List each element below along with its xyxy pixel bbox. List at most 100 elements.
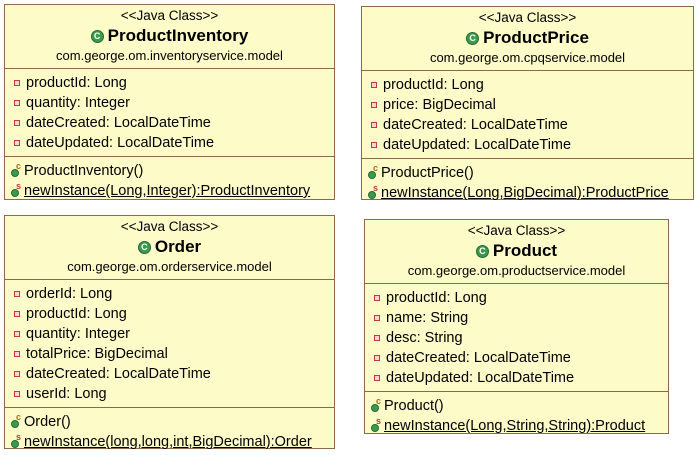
- constructor-icon: c: [371, 397, 383, 413]
- field-label: dateCreated: LocalDateTime: [386, 350, 571, 366]
- field-label: price: BigDecimal: [383, 97, 496, 113]
- class-name: ProductInventory: [107, 26, 249, 45]
- field-row: totalPrice: BigDecimal: [5, 344, 334, 364]
- fields-section: productId: Long quantity: Integer dateCr…: [5, 68, 334, 156]
- stereotype-label: <<Java Class>>: [120, 8, 219, 23]
- method-label: ProductInventory(): [24, 163, 144, 179]
- stereotype-label: <<Java Class>>: [478, 10, 577, 25]
- constructor-icon: c: [11, 162, 23, 178]
- field-label: name: String: [386, 310, 469, 326]
- field-label: dateUpdated: LocalDateTime: [383, 137, 572, 153]
- field-row: quantity: Integer: [5, 93, 334, 113]
- field-row: dateUpdated: LocalDateTime: [5, 133, 334, 153]
- stereotype-label: <<Java Class>>: [120, 219, 219, 234]
- field-row: userId: Long: [5, 384, 334, 404]
- class-header: <<Java Class>> C Product com.george.om.p…: [365, 220, 668, 279]
- field-row: productId: Long: [5, 304, 334, 324]
- field-row: dateCreated: LocalDateTime: [365, 348, 668, 368]
- class-icon: C: [466, 31, 480, 45]
- field-label: dateCreated: LocalDateTime: [26, 115, 211, 131]
- private-field-icon: [374, 295, 380, 301]
- field-label: dateUpdated: LocalDateTime: [26, 135, 215, 151]
- class-header: <<Java Class>> C Order com.george.om.ord…: [5, 216, 334, 275]
- constructor-icon: c: [11, 413, 23, 429]
- field-label: productId: Long: [386, 290, 487, 306]
- field-label: totalPrice: BigDecimal: [26, 346, 168, 362]
- field-row: productId: Long: [365, 288, 668, 308]
- stereotype-label: <<Java Class>>: [467, 223, 566, 238]
- method-label: newInstance(Long,BigDecimal):ProductPric…: [381, 185, 669, 201]
- private-field-icon: [374, 355, 380, 361]
- private-field-icon: [371, 122, 377, 128]
- field-row: name: String: [365, 308, 668, 328]
- field-row: dateCreated: LocalDateTime: [362, 115, 693, 135]
- private-field-icon: [371, 102, 377, 108]
- field-label: dateCreated: LocalDateTime: [26, 366, 211, 382]
- class-icon: C: [475, 244, 489, 258]
- field-row: price: BigDecimal: [362, 95, 693, 115]
- package-name: com.george.om.productservice.model: [407, 263, 626, 278]
- field-row: quantity: Integer: [5, 324, 334, 344]
- field-row: dateUpdated: LocalDateTime: [362, 135, 693, 155]
- class-name: Order: [154, 237, 202, 256]
- package-name: com.george.om.inventoryservice.model: [56, 48, 283, 63]
- field-label: dateCreated: LocalDateTime: [383, 117, 568, 133]
- class-box-productprice[interactable]: <<Java Class>> C ProductPrice com.george…: [361, 6, 694, 201]
- private-field-icon: [14, 351, 20, 357]
- field-row: productId: Long: [362, 75, 693, 95]
- private-field-icon: [371, 142, 377, 148]
- method-label: newInstance(long,long,int,BigDecimal):Or…: [24, 434, 312, 450]
- field-label: productId: Long: [26, 306, 127, 322]
- package-name: com.george.om.orderservice.model: [67, 259, 272, 274]
- class-box-order[interactable]: <<Java Class>> C Order com.george.om.ord…: [4, 215, 335, 450]
- private-field-icon: [374, 315, 380, 321]
- field-label: orderId: Long: [26, 286, 113, 302]
- class-box-productinventory[interactable]: <<Java Class>> C ProductInventory com.ge…: [4, 4, 335, 200]
- field-label: quantity: Integer: [26, 95, 130, 111]
- field-label: desc: String: [386, 330, 463, 346]
- private-field-icon: [374, 335, 380, 341]
- class-header: <<Java Class>> C ProductInventory com.ge…: [5, 5, 334, 64]
- private-field-icon: [371, 82, 377, 88]
- constructor-icon: c: [368, 164, 380, 180]
- method-label: Product(): [384, 398, 444, 414]
- class-name: ProductPrice: [483, 28, 589, 47]
- class-name: Product: [492, 241, 558, 260]
- method-label: ProductPrice(): [381, 165, 474, 181]
- field-row: productId: Long: [5, 73, 334, 93]
- static-method-icon: s: [11, 433, 23, 449]
- private-field-icon: [14, 291, 20, 297]
- field-row: desc: String: [365, 328, 668, 348]
- class-header: <<Java Class>> C ProductPrice com.george…: [362, 7, 693, 66]
- method-label: newInstance(Long,Integer):ProductInvento…: [24, 183, 311, 199]
- private-field-icon: [14, 311, 20, 317]
- field-label: dateUpdated: LocalDateTime: [386, 370, 575, 386]
- field-label: productId: Long: [26, 75, 127, 91]
- private-field-icon: [14, 100, 20, 106]
- private-field-icon: [14, 120, 20, 126]
- static-method-icon: s: [371, 417, 383, 433]
- private-field-icon: [14, 391, 20, 397]
- class-box-product[interactable]: <<Java Class>> C Product com.george.om.p…: [364, 219, 669, 434]
- private-field-icon: [14, 80, 20, 86]
- field-row: dateUpdated: LocalDateTime: [365, 368, 668, 388]
- field-label: productId: Long: [383, 77, 484, 93]
- field-row: dateCreated: LocalDateTime: [5, 364, 334, 384]
- static-method-icon: s: [11, 182, 23, 198]
- private-field-icon: [14, 140, 20, 146]
- field-label: quantity: Integer: [26, 326, 130, 342]
- fields-section: orderId: Long productId: Long quantity: …: [5, 279, 334, 407]
- package-name: com.george.om.cpqservice.model: [429, 50, 626, 65]
- static-method-icon: s: [368, 184, 380, 200]
